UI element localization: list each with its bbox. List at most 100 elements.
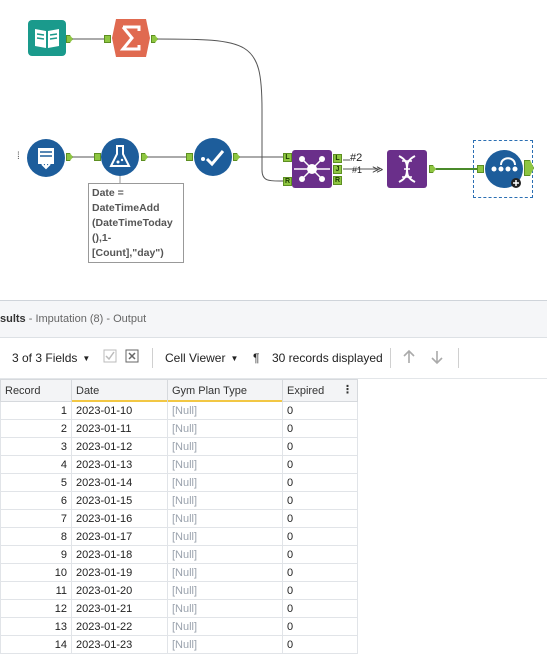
cell-record[interactable]: 2 <box>0 419 72 438</box>
fields-dropdown[interactable]: 3 of 3 Fields▼ <box>12 350 90 367</box>
cell-date[interactable]: 2023-01-19 <box>71 563 168 582</box>
cell-date[interactable]: 2023-01-12 <box>71 437 168 456</box>
cell-gym-plan-type[interactable]: [Null] <box>167 617 283 636</box>
cell-expired[interactable]: 0 <box>282 491 358 510</box>
column-menu-icon[interactable]: ⋮ <box>342 384 353 396</box>
cell-gym-plan-type[interactable]: [Null] <box>167 401 283 420</box>
cell-gym-plan-type[interactable]: [Null] <box>167 455 283 474</box>
join-right-input-anchor[interactable]: R <box>283 177 292 186</box>
cell-date[interactable]: 2023-01-11 <box>71 419 168 438</box>
workflow-canvas[interactable]: ⁞ Date = DateTimeAdd (DateTimeToday <box>0 0 547 300</box>
cell-record[interactable]: 8 <box>0 527 72 546</box>
browse-input-anchor[interactable] <box>477 165 484 173</box>
book-tool[interactable] <box>28 20 66 56</box>
cell-gym-plan-type[interactable]: [Null] <box>167 509 283 528</box>
cell-gym-plan-type[interactable]: [Null] <box>167 527 283 546</box>
cell-date[interactable]: 2023-01-13 <box>71 455 168 474</box>
checkbox-select-icon[interactable] <box>103 349 117 367</box>
browse-output-anchor[interactable] <box>524 160 534 176</box>
cell-gym-plan-type[interactable]: [Null] <box>167 473 283 492</box>
column-header-date[interactable]: Date <box>71 379 168 402</box>
cell-record[interactable]: 3 <box>0 437 72 456</box>
cell-expired[interactable]: 0 <box>282 527 358 546</box>
cell-gym-plan-type[interactable]: [Null] <box>167 635 283 654</box>
cell-record[interactable]: 12 <box>0 599 72 618</box>
cell-gym-plan-type[interactable]: [Null] <box>167 491 283 510</box>
formula-tool[interactable] <box>101 138 139 176</box>
join-left-input-anchor[interactable]: L <box>283 153 292 162</box>
join-right-output-anchor[interactable]: R <box>333 176 342 185</box>
input-tool[interactable] <box>27 139 65 177</box>
formula-output-anchor[interactable] <box>141 153 148 161</box>
imputation-output-anchor[interactable] <box>429 165 436 173</box>
select-tool[interactable] <box>194 138 232 176</box>
cell-date[interactable]: 2023-01-18 <box>71 545 168 564</box>
join-left-output-anchor[interactable]: L <box>333 154 342 163</box>
cell-expired[interactable]: 0 <box>282 545 358 564</box>
cell-expired[interactable]: 0 <box>282 509 358 528</box>
cell-expired[interactable]: 0 <box>282 563 358 582</box>
imputation-tool[interactable] <box>387 150 427 188</box>
arrow-up-icon[interactable] <box>401 349 417 369</box>
input-output-anchor[interactable] <box>66 153 73 161</box>
cell-record[interactable]: 11 <box>0 581 72 600</box>
select-output-anchor[interactable] <box>233 153 240 161</box>
cell-date[interactable]: 2023-01-15 <box>71 491 168 510</box>
join-join-output-anchor[interactable]: J <box>333 165 342 174</box>
summarize-tool[interactable] <box>112 19 150 57</box>
cell-date[interactable]: 2023-01-17 <box>71 527 168 546</box>
cell-record[interactable]: 7 <box>0 509 72 528</box>
cell-expired[interactable]: 0 <box>282 581 358 600</box>
summarize-input-anchor[interactable] <box>104 35 111 43</box>
column-header-expired[interactable]: Expired⋮ <box>282 379 358 402</box>
cell-gym-plan-type[interactable]: [Null] <box>167 581 283 600</box>
cell-date[interactable]: 2023-01-21 <box>71 599 168 618</box>
cell-date[interactable]: 2023-01-23 <box>71 635 168 654</box>
formula-input-anchor[interactable] <box>94 153 101 161</box>
cell-date[interactable]: 2023-01-16 <box>71 509 168 528</box>
cell-record[interactable]: 6 <box>0 491 72 510</box>
deselect-icon[interactable] <box>125 349 139 367</box>
cell-expired[interactable]: 0 <box>282 401 358 420</box>
cell-record[interactable]: 13 <box>0 617 72 636</box>
summarize-output-anchor[interactable] <box>151 35 158 43</box>
cell-expired[interactable]: 0 <box>282 455 358 474</box>
cell-record[interactable]: 9 <box>0 545 72 564</box>
cell-record[interactable]: 5 <box>0 473 72 492</box>
cell-record[interactable]: 1 <box>0 401 72 420</box>
cell-expired[interactable]: 0 <box>282 437 358 456</box>
cell-record[interactable]: 4 <box>0 455 72 474</box>
cell-date[interactable]: 2023-01-20 <box>71 581 168 600</box>
cell-gym-plan-type[interactable]: [Null] <box>167 599 283 618</box>
column-header-record[interactable]: Record <box>0 379 72 402</box>
cell-viewer-dropdown[interactable]: Cell Viewer▼ <box>165 350 238 367</box>
arrow-down-icon[interactable] <box>429 349 445 369</box>
select-input-anchor[interactable] <box>186 153 193 161</box>
cell-date[interactable]: 2023-01-14 <box>71 473 168 492</box>
cell-date[interactable]: 2023-01-22 <box>71 617 168 636</box>
book-output-anchor[interactable] <box>66 35 73 43</box>
join-tool[interactable] <box>292 150 332 188</box>
cell-expired[interactable]: 0 <box>282 599 358 618</box>
cell-expired[interactable]: 0 <box>282 473 358 492</box>
cell-record[interactable]: 10 <box>0 563 72 582</box>
column-header-gym-plan-type[interactable]: Gym Plan Type <box>167 379 283 402</box>
cell-gym-plan-type[interactable]: [Null] <box>167 419 283 438</box>
pilcrow-icon[interactable]: ¶ <box>253 351 260 365</box>
cell-gym-plan-type[interactable]: [Null] <box>167 437 283 456</box>
cell-expired[interactable]: 0 <box>282 617 358 636</box>
cell-gym-plan-type[interactable]: [Null] <box>167 563 283 582</box>
